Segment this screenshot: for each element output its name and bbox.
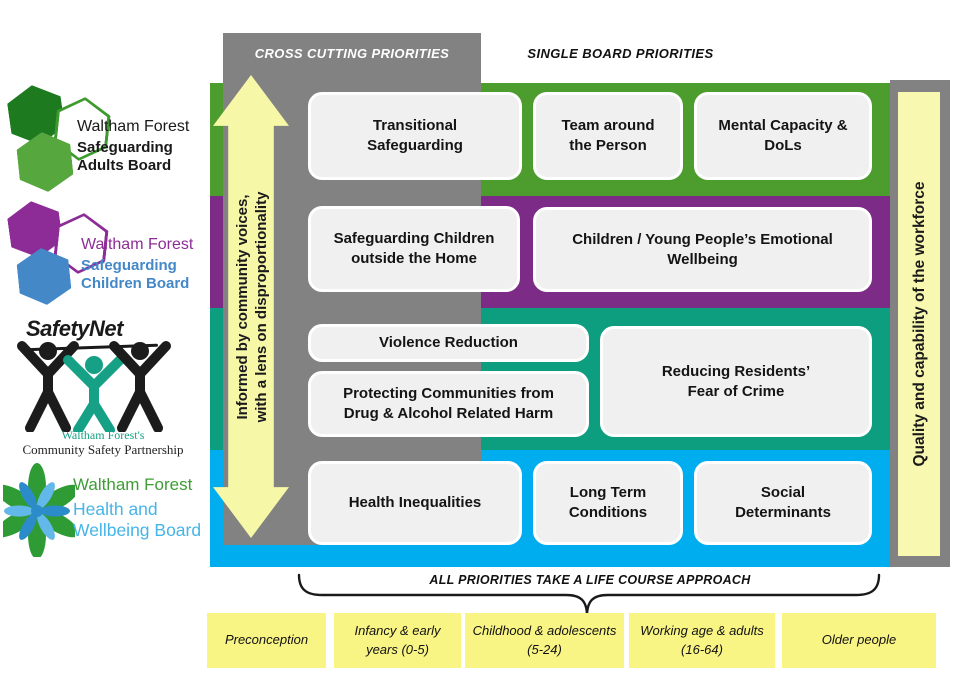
priority-violence-reduction: Violence Reduction (308, 324, 589, 362)
stage-preconception: Preconception (207, 613, 326, 668)
safetynet-figures-icon (17, 341, 171, 432)
children-board-line3: Children Board (81, 275, 190, 292)
stage-older-people: Older people (782, 613, 936, 668)
logo-safetynet: SafetyNet Waltham Forest's Community Saf… (8, 316, 198, 457)
hwb-line2: Health and (73, 499, 158, 519)
priority-long-term-conditions: Long Term Conditions (533, 461, 683, 545)
priority-social-determinants: Social Determinants (694, 461, 872, 545)
adults-board-line2: Safeguarding (77, 139, 173, 156)
stage-infancy-early-years: Infancy & early years (0-5) (334, 613, 461, 668)
safetynet-sub2: Community Safety Partnership (22, 442, 184, 457)
hwb-line3: Wellbeing Board (73, 520, 202, 540)
priority-transitional-safeguarding: Transitional Safeguarding (308, 92, 522, 180)
single-board-heading: SINGLE BOARD PRIORITIES (527, 46, 714, 61)
adults-board-name: Waltham Forest (77, 118, 190, 135)
priority-drug-alcohol-harm: Protecting Communities from Drug & Alcoh… (308, 371, 589, 437)
priority-children-outside-home: Safeguarding Children outside the Home (308, 206, 520, 292)
community-voices-line2: with a lens on disproportionality (253, 191, 270, 423)
priority-emotional-wellbeing: Children / Young People’s Emotional Well… (533, 207, 872, 292)
community-voices-line1: Informed by community voices, (234, 194, 251, 420)
community-voices-label: Informed by community voices, with a len… (233, 192, 271, 423)
flower-icon (3, 463, 75, 557)
priority-health-inequalities: Health Inequalities (308, 461, 522, 545)
logo-safeguarding-children-board: Waltham Forest Safeguarding Children Boa… (5, 200, 205, 310)
workforce-bar (898, 92, 940, 556)
life-course-heading-wrap: ALL PRIORITIES TAKE A LIFE COURSE APPROA… (290, 571, 890, 589)
children-board-name: Waltham Forest (81, 236, 194, 253)
cross-cutting-heading: CROSS CUTTING PRIORITIES (254, 46, 450, 61)
priority-team-around-person: Team around the Person (533, 92, 683, 180)
priority-mental-capacity-dols: Mental Capacity & DoLs (694, 92, 872, 180)
workforce-bar-label: Quality and capability of the workforce (911, 181, 928, 467)
stage-working-age-adults: Working age & adults (16-64) (629, 613, 775, 668)
safetynet-sub1: Waltham Forest's (61, 428, 145, 442)
life-course-heading: ALL PRIORITIES TAKE A LIFE COURSE APPROA… (419, 573, 761, 587)
hwb-name: Waltham Forest (73, 475, 193, 494)
logo-health-wellbeing-board: Waltham Forest Health and Wellbeing Boar… (3, 461, 205, 561)
safetynet-title: SafetyNet (26, 316, 123, 341)
adults-board-line3: Adults Board (77, 157, 172, 174)
logo-safeguarding-adults-board: Waltham Forest Safeguarding Adults Board (5, 84, 205, 196)
children-board-line2: Safeguarding (81, 257, 177, 274)
priority-fear-of-crime: Reducing Residents’ Fear of Crime (600, 326, 872, 437)
stage-childhood-adolescents: Childhood & adolescents (5-24) (465, 613, 624, 668)
